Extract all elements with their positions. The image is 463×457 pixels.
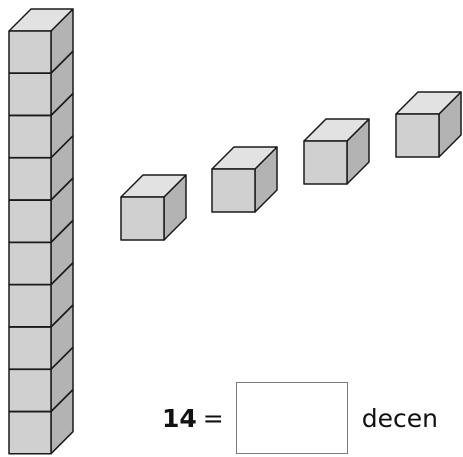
answer-box[interactable]	[235, 382, 348, 454]
single-cubes	[120, 91, 462, 241]
cube-front-face	[395, 113, 440, 158]
cube-front-face	[8, 30, 52, 74]
unit-cube	[211, 146, 278, 213]
cube-front-face	[8, 326, 52, 370]
cube-front-face	[8, 199, 52, 243]
cube-front-face	[8, 241, 52, 286]
rod-cube	[8, 135, 74, 201]
ten-rod	[8, 8, 74, 455]
rod-cube	[8, 219, 74, 286]
rod-cube	[8, 8, 74, 74]
unit-cube	[303, 118, 370, 185]
unit-cube	[120, 174, 187, 241]
unit-cube	[395, 91, 462, 158]
cube-front-face	[8, 410, 52, 455]
cube-front-face	[303, 140, 348, 185]
cube-front-face	[8, 114, 52, 159]
rod-cube	[8, 304, 74, 370]
equals-sign: =	[202, 403, 224, 433]
rod-cube	[8, 262, 74, 328]
cube-front-face	[8, 72, 52, 117]
cube-front-face	[8, 284, 52, 328]
unit-word: decen	[361, 403, 438, 433]
equation: 14 = decen	[162, 381, 438, 455]
cube-front-face	[120, 196, 165, 241]
cube-front-face	[8, 368, 52, 413]
cube-front-face	[211, 168, 256, 213]
equation-number: 14	[162, 403, 197, 433]
cube-front-face	[8, 157, 52, 201]
